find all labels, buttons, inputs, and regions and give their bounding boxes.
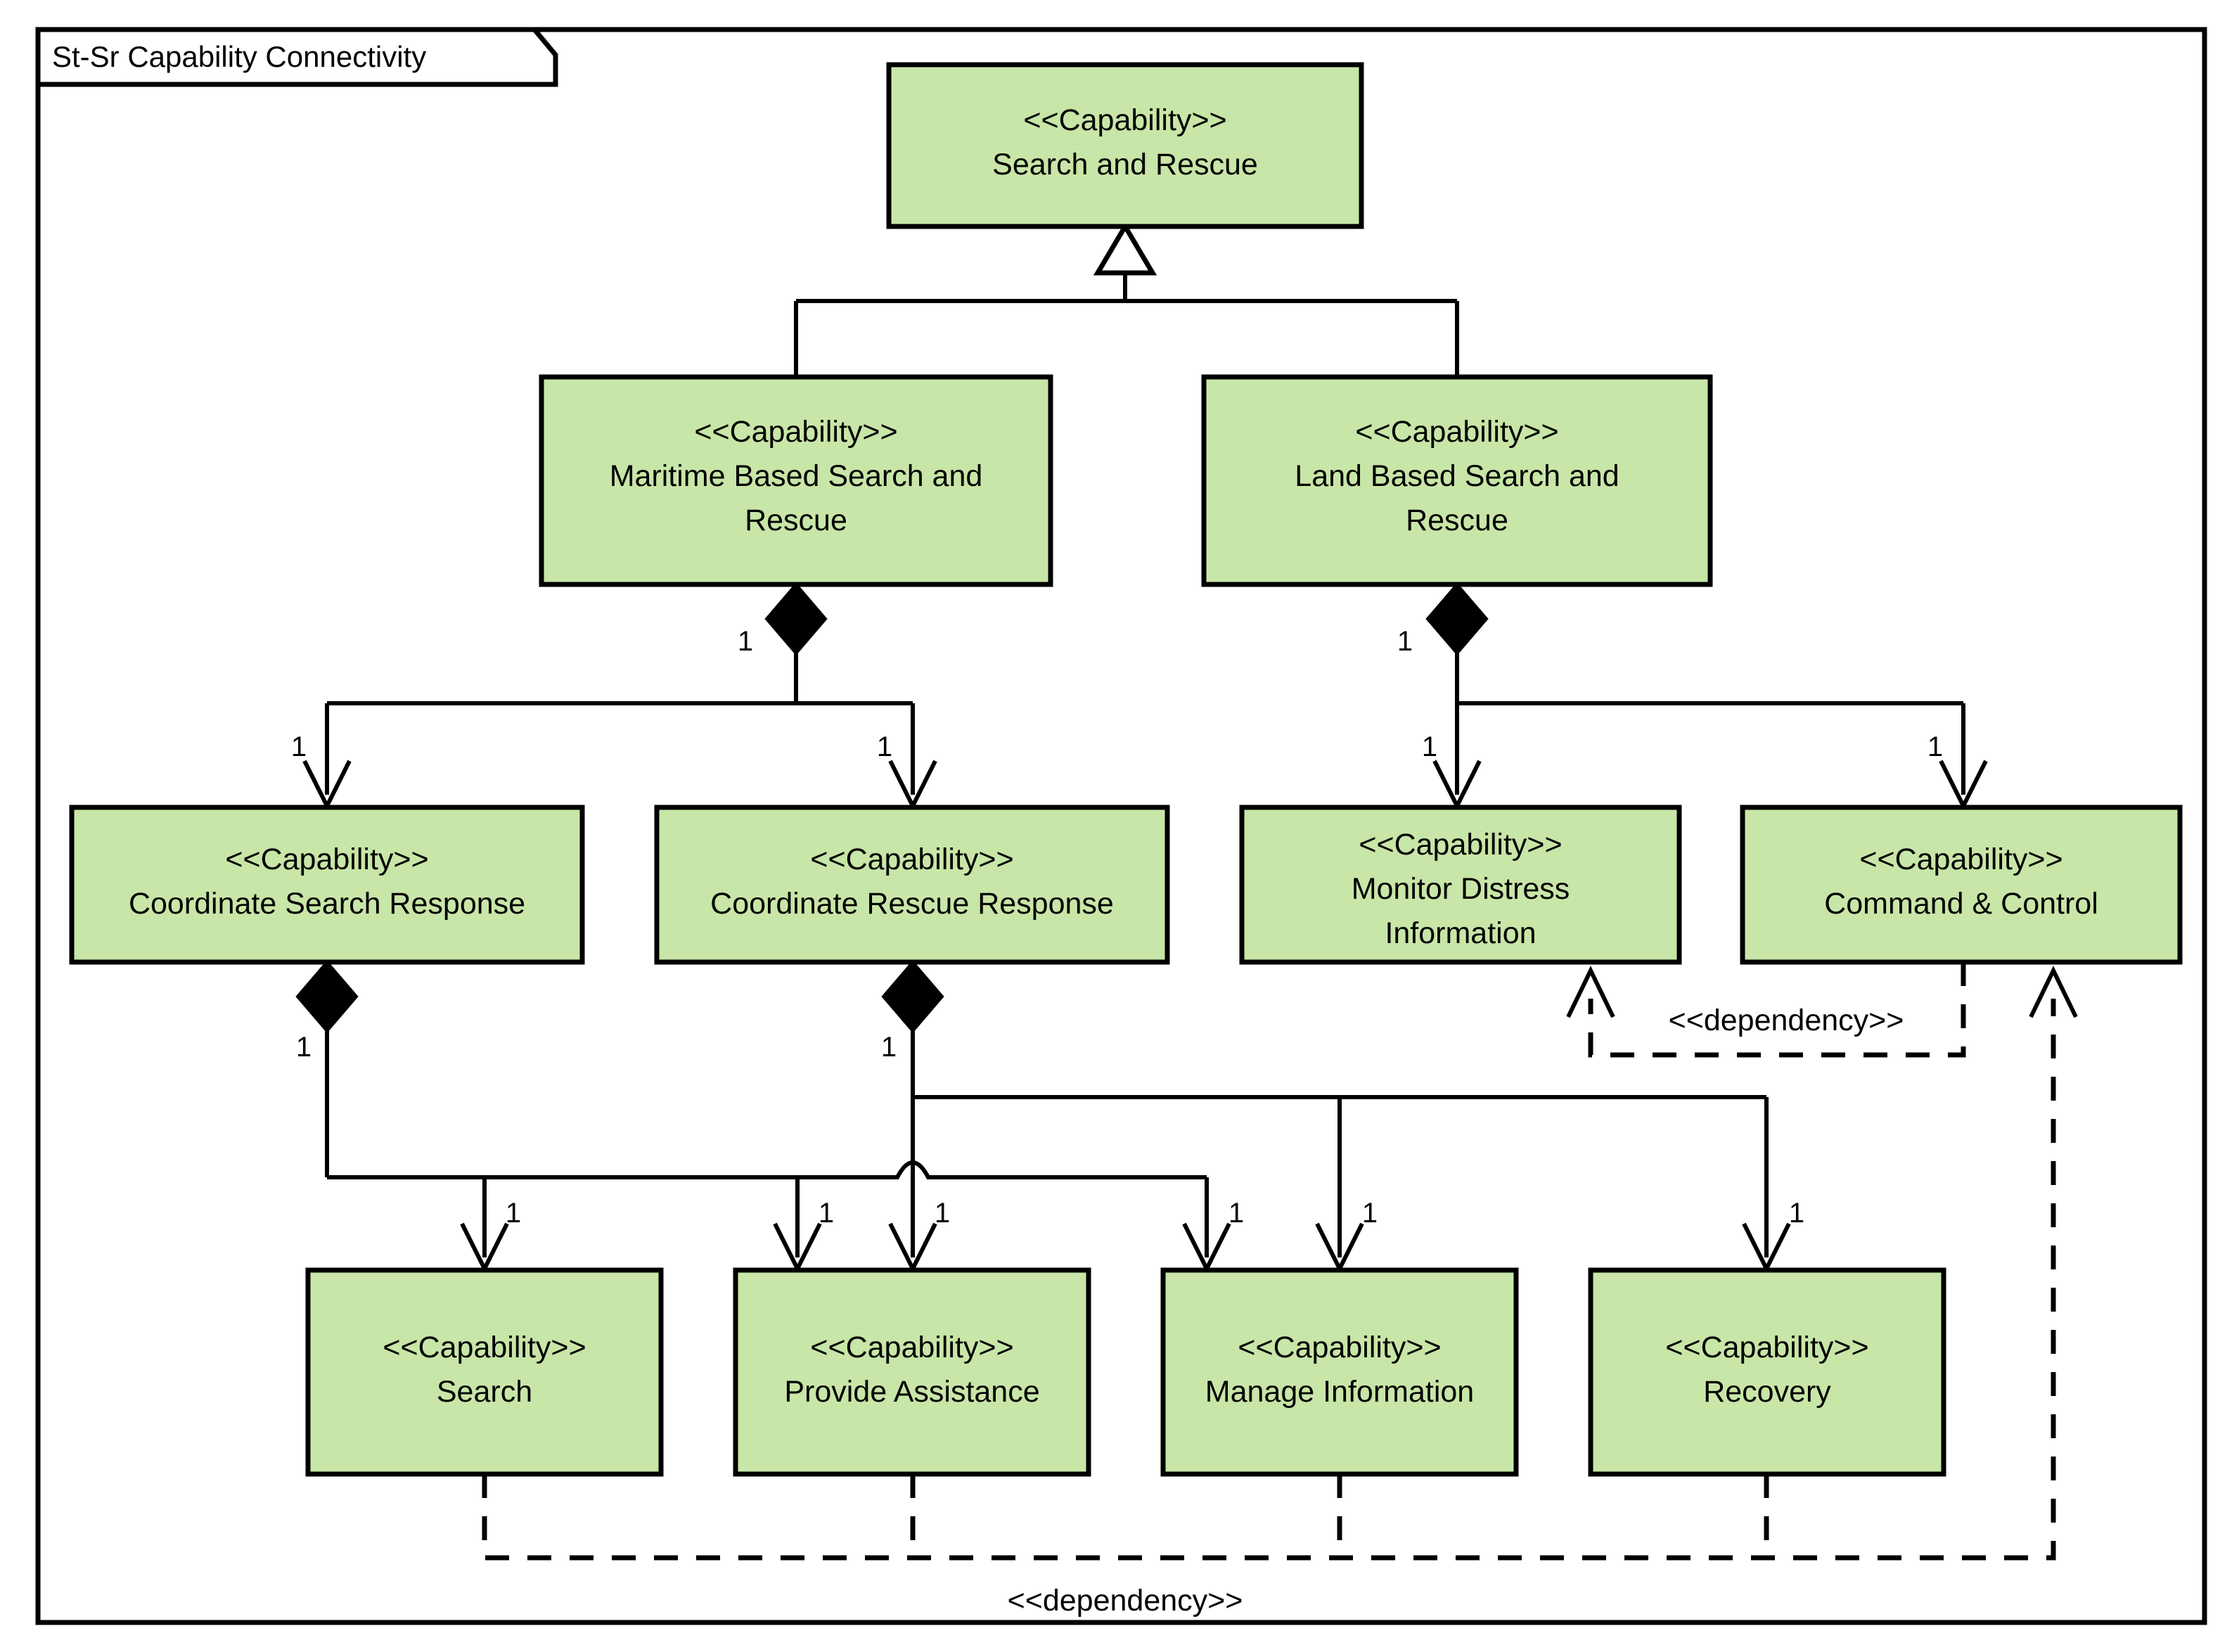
node-stereotype: <<Capability>> [1238, 1331, 1441, 1364]
frame-border [35, 27, 2207, 1625]
multiplicity-maritime-source: 1 [738, 626, 753, 657]
multiplicity-manage-information-target-a: 1 [1228, 1198, 1244, 1229]
generalization-group[interactable] [794, 222, 1459, 377]
node-monitor-distress-information[interactable]: <<Capability>> Monitor Distress Informat… [1239, 805, 1682, 965]
node-stereotype: <<Capability>> [1665, 1331, 1868, 1364]
multiplicity-provide-assistance-target-b: 1 [935, 1198, 950, 1229]
composition-bar-csr [327, 1160, 1207, 1179]
dependency-upper-group[interactable]: <<dependency>> [1566, 962, 1966, 1058]
multiplicity-coordinate-search-target: 1 [291, 731, 307, 762]
multiplicity-provide-assistance-target-a: 1 [819, 1198, 834, 1229]
node-coordinate-rescue-response[interactable]: <<Capability>> Coordinate Rescue Respons… [654, 805, 1170, 965]
node-land-based-sar[interactable]: <<Capability>> Land Based Search and Res… [1201, 374, 1713, 587]
node-box [69, 805, 585, 965]
node-title: Recovery [1703, 1375, 1831, 1409]
generalization-triangle [1093, 222, 1157, 276]
node-box [1239, 805, 1682, 965]
node-command-and-control[interactable]: <<Capability>> Command & Control [1740, 805, 2183, 965]
node-coordinate-search-response[interactable]: <<Capability>> Coordinate Search Respons… [69, 805, 585, 965]
nodes-layer: <<Capability>> Search and Rescue <<Capab… [69, 62, 2183, 1477]
composition-diamond-csr [295, 959, 359, 1034]
multiplicity-search-target: 1 [506, 1198, 521, 1229]
node-title: Command & Control [1824, 887, 2098, 921]
composition-maritime-group[interactable] [302, 582, 937, 811]
node-title: Manage Information [1205, 1375, 1474, 1409]
node-title-line-1: Maritime Based Search and [610, 459, 983, 493]
node-stereotype: <<Capability>> [383, 1331, 586, 1364]
dependency-upper-line [1588, 962, 1966, 1058]
node-stereotype: <<Capability>> [1359, 828, 1562, 862]
multiplicity-monitor-distress-target: 1 [1422, 731, 1437, 762]
node-stereotype: <<Capability>> [225, 843, 428, 876]
node-box [1201, 374, 1713, 587]
node-stereotype: <<Capability>> [810, 843, 1013, 876]
composition-crr-group[interactable] [881, 959, 1791, 1274]
node-provide-assistance[interactable]: <<Capability>> Provide Assistance [733, 1267, 1091, 1477]
node-search[interactable]: <<Capability>> Search [305, 1267, 664, 1477]
node-title-line-2: Rescue [1406, 504, 1508, 537]
dependency-upper-label: <<dependency>> [1669, 1004, 1904, 1037]
node-title: Coordinate Rescue Response [710, 887, 1114, 921]
multiplicity-csr-source: 1 [296, 1032, 312, 1063]
node-title: Search [437, 1375, 532, 1409]
composition-csr-group[interactable] [295, 959, 1231, 1274]
multiplicity-crr-source: 1 [881, 1032, 897, 1063]
frame-tab-shape [35, 27, 558, 87]
multiplicity-command-control-target: 1 [1927, 731, 1943, 762]
composition-diamond-crr [881, 959, 944, 1034]
dependency-upper-arrowhead [1566, 966, 1615, 1018]
node-search-and-rescue[interactable]: <<Capability>> Search and Rescue [886, 62, 1364, 229]
multiplicity-manage-information-target-b: 1 [1362, 1198, 1378, 1229]
edges-layer: <<dependency>> <<dependency>> [295, 222, 2078, 1618]
node-title-line-1: Land Based Search and [1295, 459, 1619, 493]
node-stereotype: <<Capability>> [694, 415, 897, 449]
frame: St-Sr Capability Connectivity [35, 27, 2207, 1625]
multiplicity-land-source: 1 [1397, 626, 1413, 657]
node-stereotype: <<Capability>> [810, 1331, 1013, 1364]
node-stereotype: <<Capability>> [1023, 103, 1226, 137]
node-recovery[interactable]: <<Capability>> Recovery [1588, 1267, 1946, 1477]
node-box [654, 805, 1170, 965]
node-box [733, 1267, 1091, 1477]
dependency-lower-arrowhead [2029, 966, 2078, 1018]
composition-land-group[interactable] [1425, 582, 1988, 811]
node-manage-information[interactable]: <<Capability>> Manage Information [1160, 1267, 1519, 1477]
node-box [305, 1267, 664, 1477]
node-title: Coordinate Search Response [129, 887, 525, 921]
multiplicity-recovery-target: 1 [1789, 1198, 1804, 1229]
node-box [1588, 1267, 1946, 1477]
composition-diamond-maritime [764, 582, 828, 656]
node-title: Provide Assistance [784, 1375, 1039, 1409]
node-title: Search and Rescue [992, 148, 1258, 181]
node-box [539, 374, 1053, 587]
multiplicity-coordinate-rescue-target: 1 [877, 731, 892, 762]
dependency-lower-group[interactable]: <<dependency>> [482, 966, 2078, 1618]
node-title-line-2: Information [1385, 916, 1536, 950]
frame-label: St-Sr Capability Connectivity [52, 40, 426, 73]
node-title-line-2: Rescue [745, 504, 847, 537]
node-stereotype: <<Capability>> [1859, 843, 2062, 876]
dependency-lower-label: <<dependency>> [1008, 1584, 1243, 1618]
node-box [886, 62, 1364, 229]
node-title-line-1: Monitor Distress [1352, 872, 1570, 906]
node-maritime-based-sar[interactable]: <<Capability>> Maritime Based Search and… [539, 374, 1053, 587]
composition-diamond-land [1425, 582, 1489, 656]
multiplicity-layer: 1 1 1 1 1 1 1 1 1 1 1 1 1 1 [291, 626, 1943, 1229]
node-box [1160, 1267, 1519, 1477]
node-box [1740, 805, 2183, 965]
node-stereotype: <<Capability>> [1355, 415, 1558, 449]
